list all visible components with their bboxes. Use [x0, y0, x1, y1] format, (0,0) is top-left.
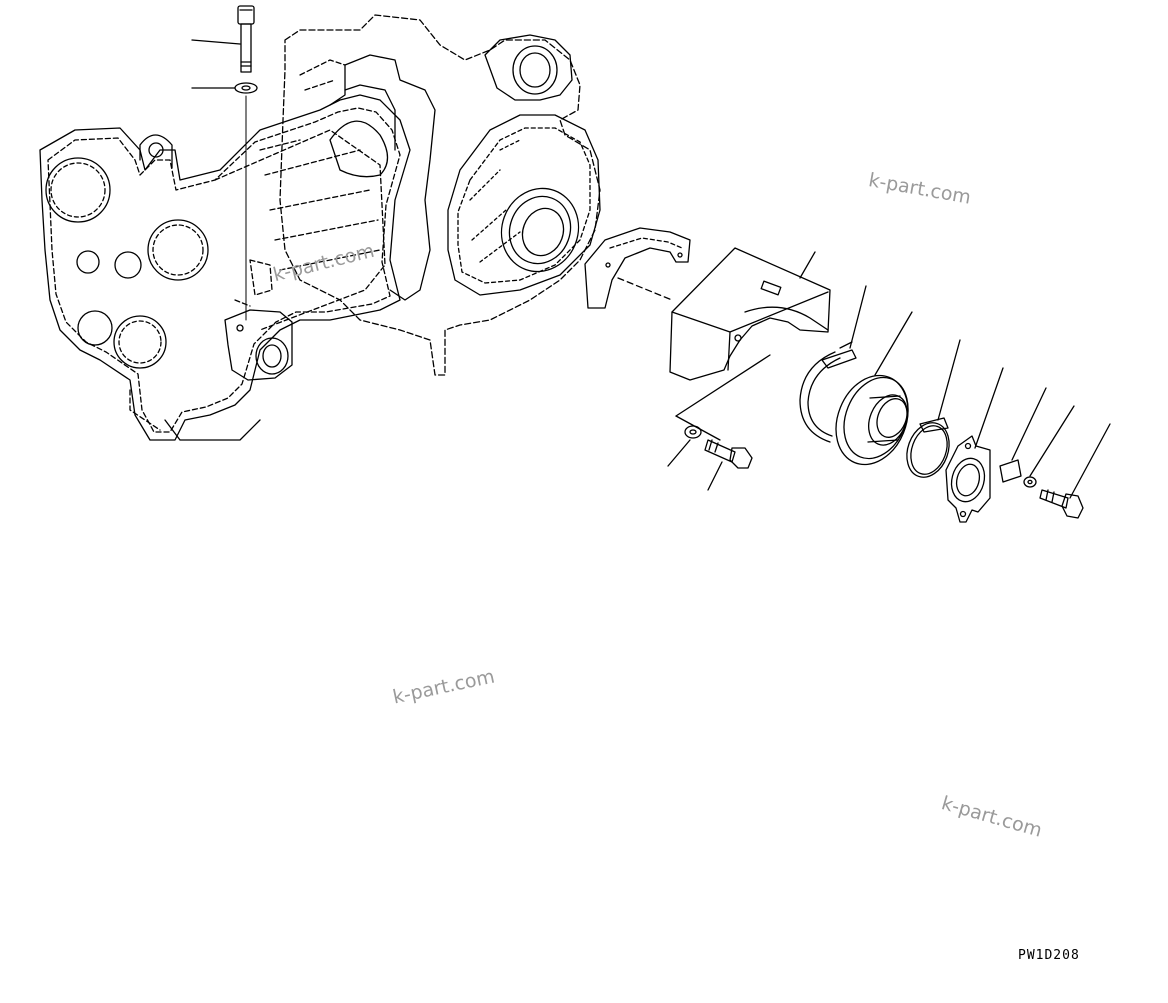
top-washer [234, 82, 258, 94]
cover [669, 247, 831, 441]
bracket [584, 227, 691, 309]
leader-small-clamp [937, 339, 961, 421]
leader-cover-washer [667, 439, 691, 467]
seal [835, 374, 909, 466]
small-clamp [906, 417, 950, 478]
flange-holder [945, 435, 991, 523]
small-washer [1023, 476, 1037, 488]
leader-flange-holder [974, 367, 1004, 449]
leader-right-bolt [1069, 423, 1111, 499]
shim [999, 459, 1022, 483]
leader-small-washer [1029, 405, 1075, 477]
leader-top-bolt [191, 39, 241, 45]
top-bolt [237, 5, 255, 73]
leader-cover [799, 251, 816, 279]
leader-seal [874, 311, 913, 376]
cover-washer [684, 425, 702, 439]
drawing-code: PW1D208 [1018, 948, 1080, 963]
transmission-housing [39, 14, 601, 441]
right-bolt [1039, 489, 1084, 519]
large-clamp [799, 341, 857, 443]
leader-shim [1011, 387, 1047, 461]
leader-cover-bolt [707, 461, 723, 491]
cover-bolt [704, 439, 753, 469]
leader-large-clamp [849, 285, 867, 349]
